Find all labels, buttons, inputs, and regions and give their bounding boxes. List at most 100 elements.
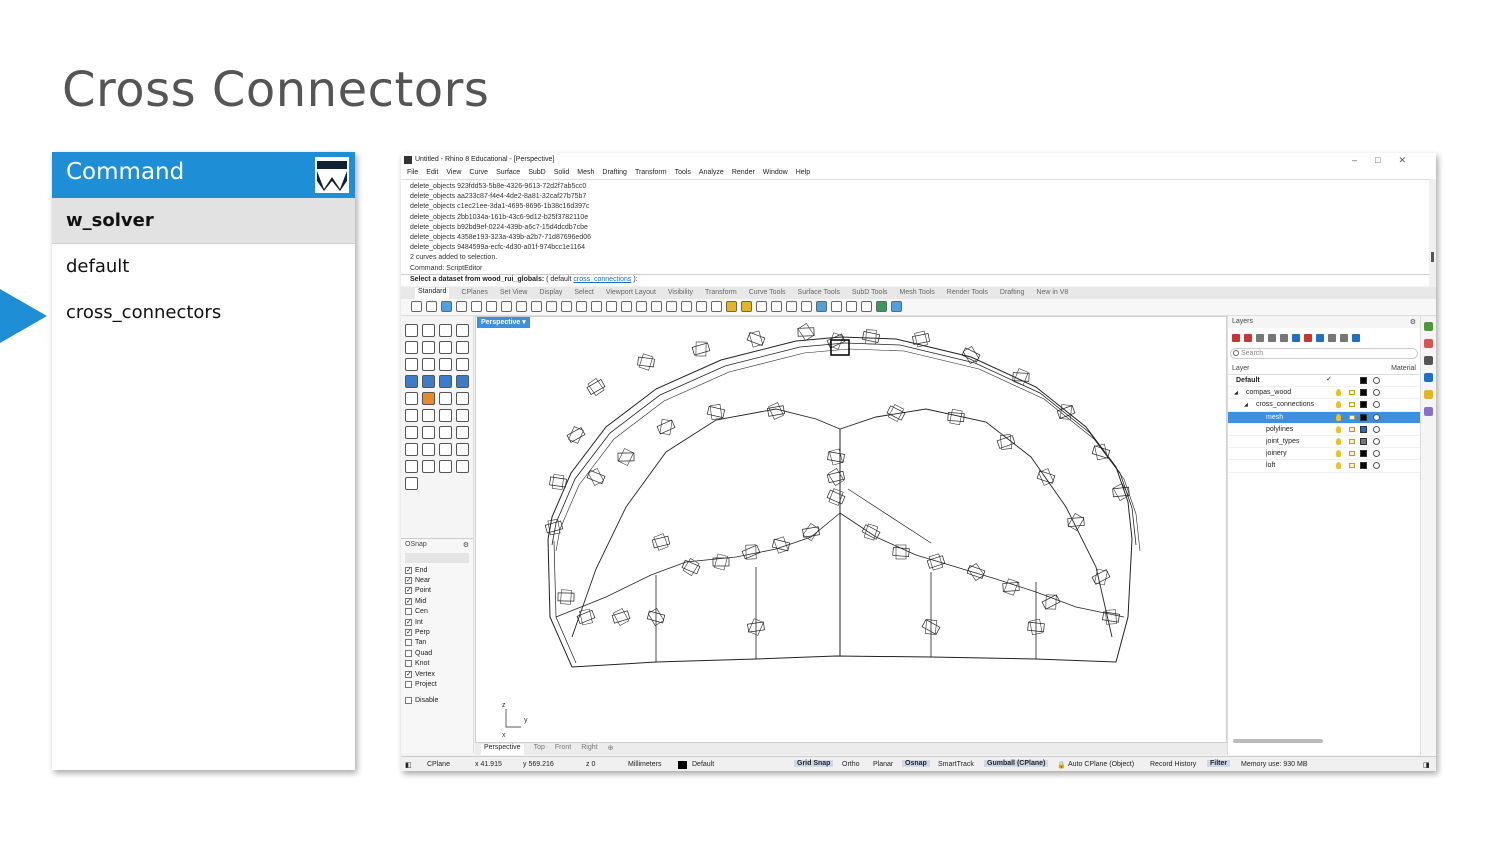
tab-subd-tools[interactable]: SubD Tools [851,289,888,296]
visibility-bulb-icon[interactable] [1336,450,1341,458]
layer-color-swatch[interactable] [1360,437,1367,445]
osnap-end[interactable]: ✓End [401,565,473,575]
flow-icon[interactable] [405,460,418,473]
tab-cplanes[interactable]: CPlanes [461,289,488,296]
text-icon[interactable] [405,426,418,439]
select-arrow-icon[interactable] [405,324,418,337]
menu-mesh[interactable]: Mesh [577,169,595,176]
material-icon[interactable] [1373,462,1380,470]
light-icon[interactable] [726,301,737,312]
lock-icon[interactable] [1349,438,1355,444]
hatch-icon[interactable] [422,443,435,456]
polyline-icon[interactable] [439,324,452,337]
material-icon[interactable] [1373,450,1380,458]
lock-icon[interactable] [1349,451,1355,457]
shape-icon[interactable] [456,460,469,473]
tab-select[interactable]: Select [574,289,594,296]
checkbox[interactable]: ✓ [405,618,412,626]
visibility-bulb-icon[interactable] [1336,389,1341,397]
checkbox[interactable]: ✓ [405,670,412,678]
visibility-bulb-icon[interactable] [1336,413,1341,421]
open-file-icon[interactable] [426,301,437,312]
tab-mesh-tools[interactable]: Mesh Tools [899,289,935,296]
tab-surface-tools[interactable]: Surface Tools [797,289,840,296]
select-color-icon[interactable] [771,301,782,312]
tab-drafting[interactable]: Drafting [999,289,1025,296]
menu-solid[interactable]: Solid [553,169,570,176]
render-icon[interactable] [816,301,827,312]
vp-tab-perspective[interactable]: Perspective [481,744,524,755]
checkbox[interactable]: ✓ [405,587,412,595]
layer-color-swatch[interactable] [1360,401,1367,409]
group-icon[interactable] [456,409,469,422]
expand-triangle-icon[interactable]: ◢ [1244,401,1248,408]
extrude-icon[interactable] [456,358,469,371]
osnap-vertex[interactable]: ✓Vertex [401,669,473,679]
layer-row[interactable]: compas_wood◢ [1228,387,1420,400]
layer-icon[interactable] [711,301,722,312]
osnap-near[interactable]: ✓Near [401,575,473,585]
new-layer-icon[interactable] [1232,334,1240,342]
cylinder-icon[interactable] [439,375,452,388]
surface-icon[interactable] [439,358,452,371]
checkbox[interactable] [405,639,412,647]
checkbox[interactable] [405,697,412,705]
menu-icon[interactable] [1340,334,1348,342]
command-history[interactable]: delete_objects 923fdd53-5b8e-4326-9613-7… [401,179,1429,275]
polygon-icon[interactable] [405,358,418,371]
menu-subd[interactable]: SubD [528,169,546,176]
trim-icon[interactable] [456,392,469,405]
gumball-toggle[interactable]: Gumball (CPlane) [984,760,1049,767]
panel-toggle-icon[interactable]: ◧ [405,762,412,769]
rendered-view-icon[interactable] [831,301,842,312]
layer-color-swatch[interactable] [1360,462,1367,470]
osnap-mid[interactable]: ✓Mid [401,596,473,606]
tab-render-tools[interactable]: Render Tools [946,289,988,296]
join-icon[interactable] [405,409,418,422]
material-icon[interactable] [1373,389,1380,397]
planar-toggle[interactable]: Planar [873,761,894,768]
sphere-icon[interactable] [422,375,435,388]
lock-icon[interactable] [1349,463,1355,469]
auto-cplane-toggle[interactable]: Auto CPlane (Object) [1068,761,1135,768]
menu-file[interactable]: File [407,169,419,176]
undo-icon[interactable] [531,301,542,312]
ellipse-icon[interactable] [422,341,435,354]
menu-window[interactable]: Window [762,169,788,176]
status-layer[interactable]: Default [692,761,715,768]
array-icon[interactable] [456,426,469,439]
tab-set-view[interactable]: Set View [499,289,528,296]
checkbox[interactable]: ✓ [405,597,412,605]
layer-state-icon[interactable] [1304,334,1312,342]
boolean-icon[interactable] [422,392,435,405]
plugin-icon[interactable] [876,301,887,312]
osnap-tan[interactable]: Tan [401,638,473,648]
command-item-default[interactable]: default [66,256,130,277]
status-cplane[interactable]: CPlane [427,761,450,768]
fillet-icon[interactable] [422,358,435,371]
command-item-w-solver[interactable]: w_solver [52,198,355,244]
visibility-bulb-icon[interactable] [1336,401,1341,409]
color-icon[interactable] [1424,322,1433,331]
checkbox[interactable] [405,660,412,668]
columns-icon[interactable] [1328,334,1336,342]
layers-tab-icon[interactable] [1424,373,1433,382]
zoom-window-icon[interactable] [591,301,602,312]
block-icon[interactable] [439,443,452,456]
environment-icon[interactable] [1424,407,1433,416]
layer-color-swatch[interactable] [1360,413,1367,421]
menu-help[interactable]: Help [795,169,811,176]
material-icon[interactable] [1373,413,1380,421]
settings-icon[interactable] [846,301,857,312]
material-icon[interactable] [1373,437,1380,445]
layer-color-swatch[interactable] [1360,450,1367,458]
zoom-icon[interactable] [576,301,587,312]
materials-icon[interactable] [1424,339,1433,348]
prompt-option-cross-connections[interactable]: cross_connections [573,276,632,283]
layer-search-input[interactable]: Search [1230,348,1418,359]
copy-icon[interactable] [501,301,512,312]
osnap-point[interactable]: ✓Point [401,586,473,596]
checkbox[interactable] [405,608,412,616]
copy-layer-icon[interactable] [1268,334,1276,342]
material-icon[interactable] [1373,377,1380,384]
